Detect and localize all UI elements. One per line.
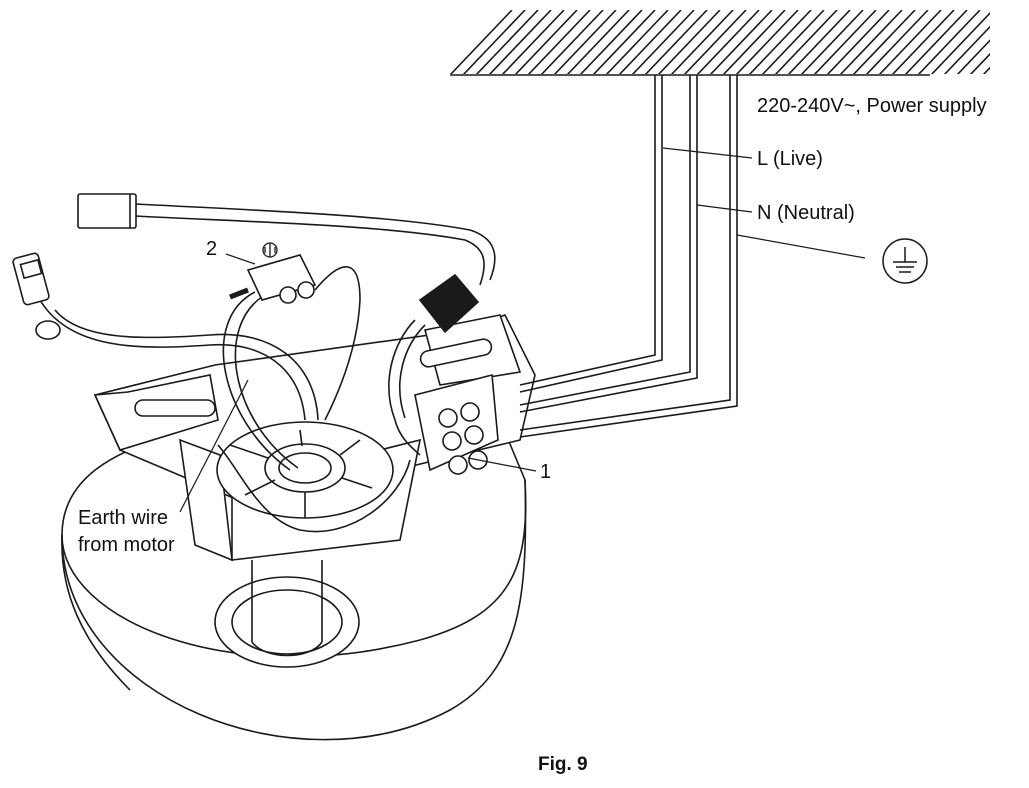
plug-connector-left — [12, 252, 61, 340]
hatch-line — [826, 10, 890, 74]
hatch-line — [475, 10, 539, 74]
hatch-line — [930, 11, 990, 74]
earth-ground-icon — [262, 242, 278, 258]
motor-wires — [39, 203, 496, 533]
hatch-line — [644, 10, 708, 74]
earth-wire-label: Earth wire from motor — [78, 505, 175, 559]
hatch-line — [943, 25, 990, 74]
hatch-line — [670, 10, 734, 74]
hatch-line — [631, 10, 695, 74]
hatch-line — [722, 10, 786, 74]
earth-ground-icon — [882, 238, 928, 284]
terminal-block — [414, 373, 499, 475]
hatch-line — [566, 10, 630, 74]
hatch-line — [813, 10, 877, 74]
hatch-line — [839, 10, 903, 74]
hatch-line — [852, 10, 916, 74]
hatch-line — [605, 10, 669, 74]
hatch-line — [579, 10, 643, 74]
live-wire-label: L (Live) — [757, 148, 823, 170]
hatch-line — [683, 10, 747, 74]
hatch-line — [488, 10, 552, 74]
figure-caption: Fig. 9 — [538, 754, 588, 775]
block-connector-top — [77, 193, 137, 229]
hatch-line — [800, 10, 864, 74]
hatch-line — [787, 10, 851, 74]
hatch-line — [462, 10, 526, 74]
callout-2: 2 — [206, 238, 218, 260]
hatch-line — [865, 10, 929, 74]
earth-wire-label-line2: from motor — [78, 534, 175, 556]
hatch-line — [917, 10, 981, 74]
hatch-line — [514, 10, 578, 74]
hatch-line — [657, 10, 721, 74]
neutral-wire-label: N (Neutral) — [757, 202, 855, 224]
hatch-line — [956, 39, 990, 74]
hatch-line — [735, 10, 799, 74]
hatch-line — [1022, 10, 1029, 75]
hatch-line — [618, 10, 682, 74]
hatch-line — [761, 10, 825, 74]
supply-wires — [519, 75, 738, 438]
hatch-line — [748, 10, 812, 74]
hatch-line — [709, 10, 773, 74]
hatch-line — [982, 66, 990, 74]
hatch-line — [904, 10, 968, 74]
hatch-line — [540, 10, 604, 74]
hatch-line — [553, 10, 617, 74]
earth-wire-label-line1: Earth wire — [78, 507, 169, 529]
hatch-line — [878, 10, 942, 74]
hatch-line — [774, 10, 838, 74]
hatch-line — [996, 10, 1029, 75]
hatch-line — [501, 10, 565, 74]
leader-lines — [179, 147, 866, 513]
wire-sleeve — [418, 273, 480, 334]
hatch-line — [696, 10, 760, 74]
power-supply-label: 220-240V~, Power supply — [757, 95, 987, 117]
down-rod — [214, 560, 360, 668]
ceiling-hatch — [450, 10, 1029, 76]
earth-connector — [229, 254, 317, 304]
hatch-line — [891, 10, 955, 74]
hatch-line — [1009, 10, 1029, 75]
callout-1: 1 — [540, 461, 552, 483]
motor-hub — [216, 421, 394, 519]
hatch-line — [592, 10, 656, 74]
hatch-line — [527, 10, 591, 74]
hatch-line — [450, 10, 513, 74]
hatch-line — [969, 52, 990, 74]
